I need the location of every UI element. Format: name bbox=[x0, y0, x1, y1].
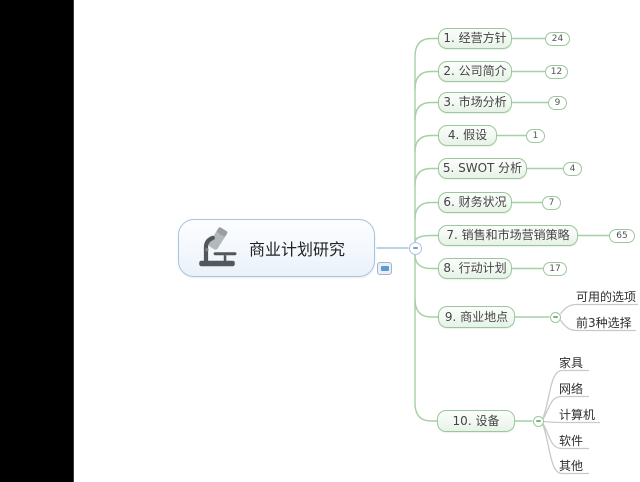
collapse-button-topic-10[interactable] bbox=[532, 415, 544, 427]
subtopic-other[interactable]: 其他 bbox=[559, 459, 584, 473]
topic-9-business-location[interactable]: 9. 商业地点 bbox=[438, 306, 515, 328]
collapse-button-root[interactable] bbox=[408, 241, 422, 255]
minus-icon bbox=[535, 420, 541, 422]
central-topic[interactable]: 商业计划研究 bbox=[178, 219, 375, 277]
count-badge-topic-7[interactable]: 65 bbox=[609, 228, 635, 243]
topic-1-business-policy[interactable]: 1. 经营方针 bbox=[438, 28, 512, 49]
topic-6-financial-status[interactable]: 6. 财务状况 bbox=[438, 192, 512, 213]
topic-7-sales-marketing[interactable]: 7. 销售和市场营销策略 bbox=[438, 225, 578, 246]
topic-8-action-plan[interactable]: 8. 行动计划 bbox=[438, 258, 512, 279]
topic-10-equipment[interactable]: 10. 设备 bbox=[437, 410, 515, 432]
count-badge-topic-4[interactable]: 1 bbox=[526, 128, 545, 143]
central-topic-label: 商业计划研究 bbox=[249, 240, 346, 259]
subtopic-top-3-choices[interactable]: 前3种选择 bbox=[576, 316, 632, 330]
minus-icon bbox=[552, 316, 558, 318]
subtopic-available-options[interactable]: 可用的选项 bbox=[576, 290, 637, 304]
note-icon[interactable] bbox=[377, 262, 392, 275]
minus-icon bbox=[412, 247, 418, 249]
letterbox-left bbox=[0, 0, 74, 482]
topic-2-company-profile[interactable]: 2. 公司简介 bbox=[438, 61, 512, 82]
collapse-button-topic-9[interactable] bbox=[549, 311, 561, 323]
note-icon-inner bbox=[380, 265, 389, 271]
topic-5-swot-analysis[interactable]: 5. SWOT 分析 bbox=[438, 158, 527, 179]
topic-3-market-analysis[interactable]: 3. 市场分析 bbox=[438, 92, 512, 113]
count-badge-topic-6[interactable]: 7 bbox=[542, 195, 561, 210]
subtopic-furniture[interactable]: 家具 bbox=[559, 356, 584, 370]
count-badge-topic-5[interactable]: 4 bbox=[563, 161, 582, 176]
count-badge-topic-2[interactable]: 12 bbox=[545, 64, 568, 79]
subtopic-lines bbox=[542, 303, 638, 475]
subtopic-network[interactable]: 网络 bbox=[559, 382, 584, 396]
count-badge-topic-1[interactable]: 24 bbox=[545, 31, 570, 46]
subtopic-computers[interactable]: 计算机 bbox=[559, 408, 596, 422]
branch-connectors bbox=[414, 37, 609, 422]
topic-4-assumptions[interactable]: 4. 假设 bbox=[438, 125, 497, 146]
microscope-icon bbox=[199, 227, 237, 267]
count-badge-topic-3[interactable]: 9 bbox=[548, 95, 567, 110]
count-badge-topic-8[interactable]: 17 bbox=[543, 261, 567, 276]
subtopic-software[interactable]: 软件 bbox=[559, 434, 584, 448]
